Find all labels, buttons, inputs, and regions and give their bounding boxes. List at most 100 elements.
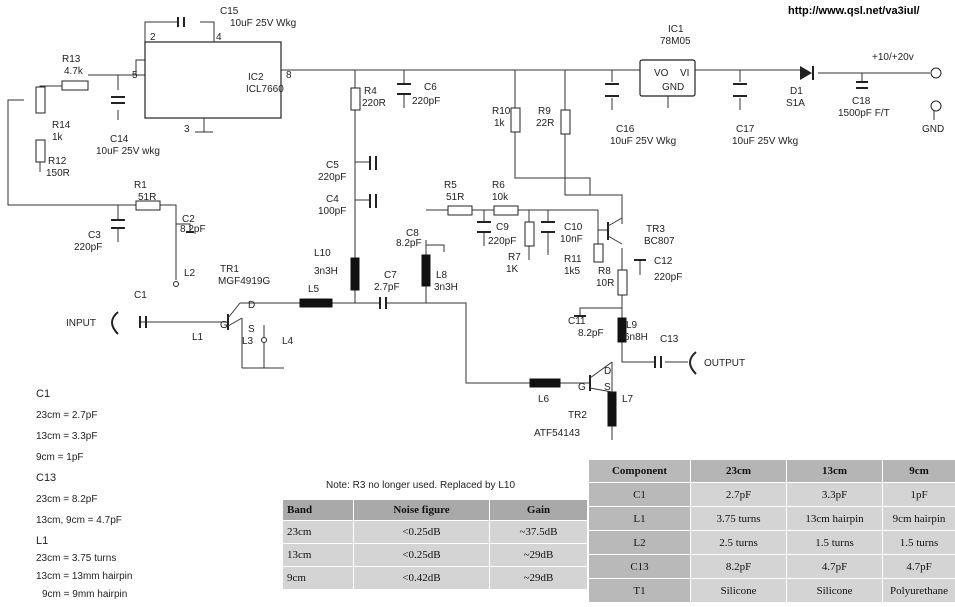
c11-label: C11 — [568, 316, 586, 327]
ic1-part: 78M05 — [660, 36, 691, 47]
r14-value: 1k — [52, 132, 64, 143]
c8-label: C8 — [406, 228, 419, 239]
table-header: 23cm — [690, 459, 787, 483]
values-line: 9cm = 1pF — [36, 452, 84, 463]
c11-value: 8.2pF — [578, 328, 604, 339]
tr3-label: TR3 — [646, 224, 665, 235]
r4-value: 220R — [362, 98, 386, 109]
r13-body — [61, 80, 89, 91]
values-l1: L1 23cm = 3.75 turns 13cm = 13mm hairpin… — [36, 532, 132, 604]
table-cell: <0.25dB — [352, 520, 491, 544]
d1-value: S1A — [786, 98, 805, 109]
table-row: C13 8.2pF 4.7pF 4.7pF — [588, 554, 955, 579]
table-cell: 1.5 turns — [786, 530, 883, 555]
r12-body — [35, 139, 46, 163]
ic1-vi: VI — [680, 68, 689, 79]
c4-value: 100pF — [318, 206, 346, 217]
tr1-part: MGF4919G — [218, 276, 270, 287]
supply-label: +10/+20v — [872, 52, 914, 63]
l7-body — [607, 391, 617, 427]
table-cell: 3.3pF — [786, 482, 883, 507]
l9-value: 6n8H — [624, 332, 648, 343]
gnd-terminal[interactable] — [930, 100, 942, 112]
c3-label: C3 — [88, 230, 101, 241]
r11-label: R11 — [564, 254, 582, 265]
r8-body — [617, 269, 628, 296]
table-cell: ~29dB — [489, 543, 588, 567]
r5-label: R5 — [444, 180, 457, 191]
values-line: 13cm = 3.3pF — [36, 431, 98, 442]
capacitors — [111, 17, 868, 368]
table-cell: L1 — [588, 506, 691, 531]
table-row: L1 3.75 turns 13cm hairpin 9cm hairpin — [588, 506, 955, 531]
c12-value: 220pF — [654, 272, 682, 283]
ic2-pin-5: 5 — [132, 70, 138, 81]
values-heading: C13 — [36, 472, 57, 484]
r4-label: R4 — [364, 86, 377, 97]
c1-label: C1 — [134, 290, 147, 301]
table-header: Component — [588, 459, 691, 483]
tr3-part: BC807 — [644, 236, 675, 247]
values-line: 23cm = 2.7pF — [36, 410, 98, 421]
table-header: 13cm — [786, 459, 883, 483]
table-cell: <0.25dB — [352, 543, 491, 567]
table-cell: Silicone — [690, 578, 787, 603]
c10-label: C10 — [564, 222, 583, 233]
supply-terminal[interactable] — [930, 67, 942, 79]
ic2-pin-3: 3 — [184, 124, 190, 135]
c5-label: C5 — [326, 160, 339, 171]
table-row: L2 2.5 turns 1.5 turns 1.5 turns — [588, 530, 955, 555]
table-cell: ~37.5dB — [489, 520, 588, 544]
tr2-pin-s: S — [604, 382, 611, 393]
table-cell: ~29dB — [489, 566, 588, 590]
table-cell: Silicone — [786, 578, 883, 603]
c18-value: 1500pF F/T — [838, 108, 890, 119]
r14-label: R14 — [52, 120, 71, 131]
ic2-pin-4: 4 — [216, 32, 222, 43]
r12-label: R12 — [48, 156, 67, 167]
table-row: 9cm <0.42dB ~29dB — [282, 566, 588, 590]
table-cell: 2.5 turns — [690, 530, 787, 555]
r6-label: R6 — [492, 180, 505, 191]
l8-top-label: L8 — [436, 270, 448, 281]
r14-body — [35, 86, 46, 114]
r5-body — [447, 205, 473, 216]
ic1-78m05 — [639, 59, 696, 97]
table-cell: 4.7pF — [786, 554, 883, 579]
gnd-label: GND — [922, 124, 944, 135]
r9-label: R9 — [538, 106, 551, 117]
c14-value: 10uF 25V wkg — [96, 146, 160, 157]
wires — [7, 21, 935, 440]
r13-value: 4.7k — [64, 66, 84, 77]
l4-label: L4 — [282, 336, 294, 347]
source-url: http://www.qsl.net/va3iul/ — [788, 5, 920, 17]
c9-label: C9 — [496, 222, 509, 233]
table-row: C1 2.7pF 3.3pF 1pF — [588, 482, 955, 507]
c2-value: 8.2pF — [180, 224, 206, 235]
l9-body — [617, 317, 627, 343]
tr1-label: TR1 — [220, 264, 239, 275]
c9-value: 220pF — [488, 236, 516, 247]
c12-label: C12 — [654, 256, 673, 267]
c3-value: 220pF — [74, 242, 102, 253]
table-header-row: Component 23cm 13cm 9cm — [588, 459, 955, 483]
d1-label: D1 — [790, 86, 803, 97]
input-label: INPUT — [66, 318, 96, 329]
output-connector[interactable] — [689, 351, 697, 375]
l2-label: L2 — [184, 268, 196, 279]
l2-pad — [173, 281, 179, 287]
input-connector[interactable] — [111, 311, 119, 335]
component-values-table: Component 23cm 13cm 9cm C1 2.7pF 3.3pF 1… — [588, 459, 955, 603]
r5-value: 51R — [446, 192, 464, 203]
values-line: 13cm, 9cm = 4.7pF — [36, 515, 122, 526]
table-cell: T1 — [588, 578, 691, 603]
c6-value: 220pF — [412, 96, 440, 107]
r7-body — [524, 221, 535, 247]
r13-label: R13 — [62, 54, 81, 65]
r3-note: Note: R3 no longer used. Replaced by L10 — [326, 480, 516, 491]
ic1-label: IC1 — [668, 24, 684, 35]
l5-body — [299, 298, 333, 308]
r11-body — [593, 243, 604, 263]
table-header: Band — [282, 499, 354, 521]
